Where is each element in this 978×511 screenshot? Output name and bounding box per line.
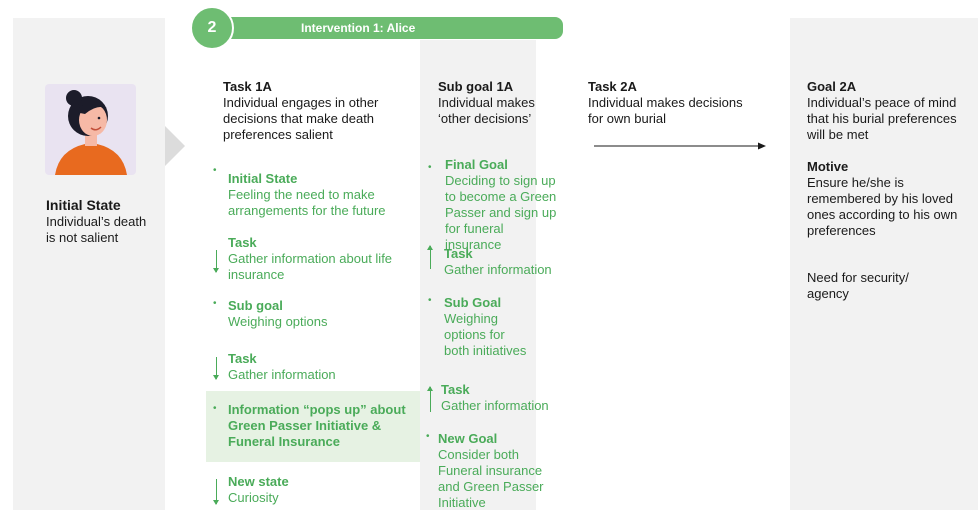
task-1a-text: Individual engages in other decisions th… xyxy=(223,95,379,142)
right-step-final-goal: Final Goal Deciding to sign up to become… xyxy=(445,157,560,253)
subgoal-1a-title: Sub goal 1A xyxy=(438,79,514,94)
left-step-title: Task xyxy=(228,351,257,366)
step-number: 2 xyxy=(207,19,217,36)
initial-state-title: Initial State xyxy=(46,197,121,213)
left-step-new-state: New state Curiosity xyxy=(228,474,403,506)
left-step-title: Initial State xyxy=(228,171,298,186)
left-step-task: Task Gather information about life insur… xyxy=(228,235,403,283)
chevron-right-icon xyxy=(165,126,185,166)
bullet-icon: • xyxy=(213,165,217,176)
motive-title: Motive xyxy=(807,159,849,174)
right-step-text: Gather information xyxy=(444,262,552,277)
right-step-title: Task xyxy=(441,382,470,397)
goal-2a-block: Goal 2A Individual’s peace of mind that … xyxy=(807,79,967,143)
bullet-icon: • xyxy=(428,295,432,306)
right-step-task: Task Gather information xyxy=(441,382,551,414)
arrow-right-icon xyxy=(594,142,766,150)
left-step-initial-state: Initial State Feeling the need to make a… xyxy=(228,171,403,219)
right-step-task: Task Gather information xyxy=(444,246,554,278)
intervention-title: Intervention 1: Alice xyxy=(301,21,416,35)
right-step-title: Sub Goal xyxy=(444,295,502,310)
goal-panel xyxy=(790,18,978,510)
bullet-icon: • xyxy=(213,403,217,414)
right-step-text: Deciding to sign up to become a Green Pa… xyxy=(445,173,557,252)
arrow-up-icon xyxy=(427,386,433,412)
arrow-down-icon xyxy=(213,250,219,273)
left-step-info-popup: Information “pops up” about Green Passer… xyxy=(228,402,408,450)
left-step-text: Weighing options xyxy=(228,314,328,329)
goal-2a-text: Individual’s peace of mind that his buri… xyxy=(807,95,957,142)
step-number-badge xyxy=(190,6,234,50)
arrow-up-icon xyxy=(427,245,433,269)
left-step-task: Task Gather information xyxy=(228,351,403,383)
motive-extra: Need for security/ agency xyxy=(807,270,909,301)
arrow-down-icon xyxy=(213,479,219,505)
left-step-text: Curiosity xyxy=(228,490,279,505)
right-step-title: Final Goal xyxy=(445,157,508,172)
left-step-text: Gather information xyxy=(228,367,336,382)
right-step-text: Gather information xyxy=(441,398,549,413)
left-step-title: Task xyxy=(228,235,257,250)
right-step-new-goal: New Goal Consider both Funeral insurance… xyxy=(438,431,548,511)
bullet-icon: • xyxy=(428,162,432,173)
motive-block: Motive Ensure he/she is remembered by hi… xyxy=(807,159,967,239)
info-highlight xyxy=(206,391,420,462)
left-step-text: Gather information about life insurance xyxy=(228,251,393,282)
right-step-title: Task xyxy=(444,246,473,261)
avatar xyxy=(45,84,136,175)
left-step-text: Feeling the need to make arrangements fo… xyxy=(228,187,386,218)
left-step-subgoal: Sub goal Weighing options xyxy=(228,298,403,330)
bullet-icon: • xyxy=(426,431,430,442)
right-step-title: New Goal xyxy=(438,431,498,446)
bullet-icon: • xyxy=(213,298,217,309)
right-step-subgoal: Sub Goal Weighing options for both initi… xyxy=(444,295,529,359)
intervention-banner xyxy=(205,17,563,39)
task-2a-block: Task 2A Individual makes decisions for o… xyxy=(588,79,748,127)
task-1a-title: Task 1A xyxy=(223,79,272,94)
left-step-title: Information “pops up” about Green Passer… xyxy=(228,402,406,449)
subgoal-column-panel xyxy=(420,40,536,510)
task-2a-title: Task 2A xyxy=(588,79,637,94)
left-step-title: Sub goal xyxy=(228,298,283,313)
right-step-text: Weighing options for both initiatives xyxy=(444,311,527,358)
goal-2a-title: Goal 2A xyxy=(807,79,857,94)
arrow-down-icon xyxy=(213,357,219,380)
subgoal-1a-block: Sub goal 1A Individual makes ‘other deci… xyxy=(438,79,538,127)
subgoal-1a-text: Individual makes ‘other decisions’ xyxy=(438,95,535,126)
motive-text: Ensure he/she is remembered by his loved… xyxy=(807,175,958,238)
task-1a-block: Task 1A Individual engages in other deci… xyxy=(223,79,403,143)
left-step-title: New state xyxy=(228,474,289,489)
right-step-text: Consider both Funeral insurance and Gree… xyxy=(438,447,544,510)
initial-state-text: Individual’s death is not salient xyxy=(46,214,147,245)
task-2a-text: Individual makes decisions for own buria… xyxy=(588,95,743,126)
initial-state-block: Initial State Individual’s death is not … xyxy=(46,197,158,246)
